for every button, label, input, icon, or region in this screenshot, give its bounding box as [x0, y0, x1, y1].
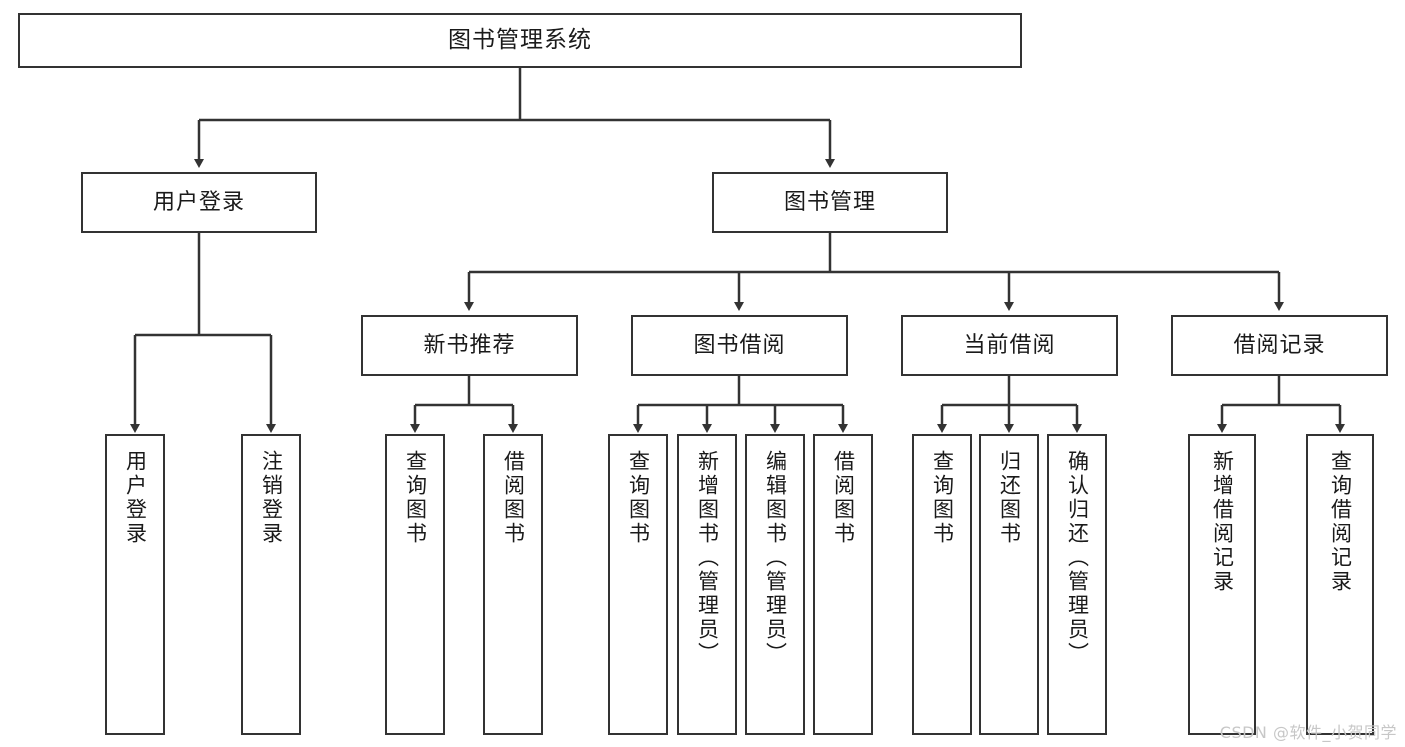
- node-leaf-confirm-return-label: 确认归还（管理员）: [1065, 450, 1090, 666]
- node-user-login[interactable]: 用户登录: [81, 172, 317, 233]
- node-book-borrow[interactable]: 图书借阅: [631, 315, 848, 376]
- node-borrow-record-label: 借阅记录: [1233, 332, 1326, 358]
- node-leaf-add-record[interactable]: 新增借阅记录: [1188, 434, 1256, 735]
- node-leaf-query-book-3-label: 查询图书: [930, 450, 955, 546]
- node-leaf-query-book-2[interactable]: 查询图书: [608, 434, 668, 735]
- node-new-book-rec-label: 新书推荐: [423, 332, 516, 358]
- node-leaf-add-record-label: 新增借阅记录: [1210, 450, 1235, 594]
- node-leaf-user-login-label: 用户登录: [123, 450, 148, 546]
- node-book-manage[interactable]: 图书管理: [712, 172, 948, 233]
- node-root-label: 图书管理系统: [448, 27, 592, 53]
- node-leaf-confirm-return[interactable]: 确认归还（管理员）: [1047, 434, 1107, 735]
- node-leaf-return-book[interactable]: 归还图书: [979, 434, 1039, 735]
- node-leaf-borrow-book-2-label: 借阅图书: [831, 450, 856, 546]
- node-new-book-rec[interactable]: 新书推荐: [361, 315, 578, 376]
- node-leaf-query-book-1[interactable]: 查询图书: [385, 434, 445, 735]
- node-leaf-borrow-book-1-label: 借阅图书: [501, 450, 526, 546]
- node-leaf-logout[interactable]: 注销登录: [241, 434, 301, 735]
- node-leaf-edit-book[interactable]: 编辑图书（管理员）: [745, 434, 805, 735]
- node-leaf-query-book-3[interactable]: 查询图书: [912, 434, 972, 735]
- node-borrow-record[interactable]: 借阅记录: [1171, 315, 1388, 376]
- node-leaf-logout-label: 注销登录: [259, 450, 284, 546]
- node-leaf-query-book-1-label: 查询图书: [403, 450, 428, 546]
- node-root[interactable]: 图书管理系统: [18, 13, 1022, 68]
- node-leaf-add-book[interactable]: 新增图书（管理员）: [677, 434, 737, 735]
- node-user-login-label: 用户登录: [152, 189, 245, 215]
- node-book-manage-label: 图书管理: [783, 189, 876, 215]
- node-leaf-borrow-book-1[interactable]: 借阅图书: [483, 434, 543, 735]
- node-current-borrow-label: 当前借阅: [963, 332, 1056, 358]
- node-leaf-edit-book-label: 编辑图书（管理员）: [763, 450, 788, 666]
- node-leaf-query-book-2-label: 查询图书: [626, 450, 651, 546]
- node-leaf-query-record[interactable]: 查询借阅记录: [1306, 434, 1374, 735]
- node-leaf-return-book-label: 归还图书: [997, 450, 1022, 546]
- node-leaf-borrow-book-2[interactable]: 借阅图书: [813, 434, 873, 735]
- node-current-borrow[interactable]: 当前借阅: [901, 315, 1118, 376]
- node-leaf-query-record-label: 查询借阅记录: [1328, 450, 1353, 594]
- node-leaf-user-login[interactable]: 用户登录: [105, 434, 165, 735]
- node-leaf-add-book-label: 新增图书（管理员）: [695, 450, 720, 666]
- watermark-label: CSDN @软件_小贺同学: [1219, 723, 1397, 742]
- node-book-borrow-label: 图书借阅: [693, 332, 786, 358]
